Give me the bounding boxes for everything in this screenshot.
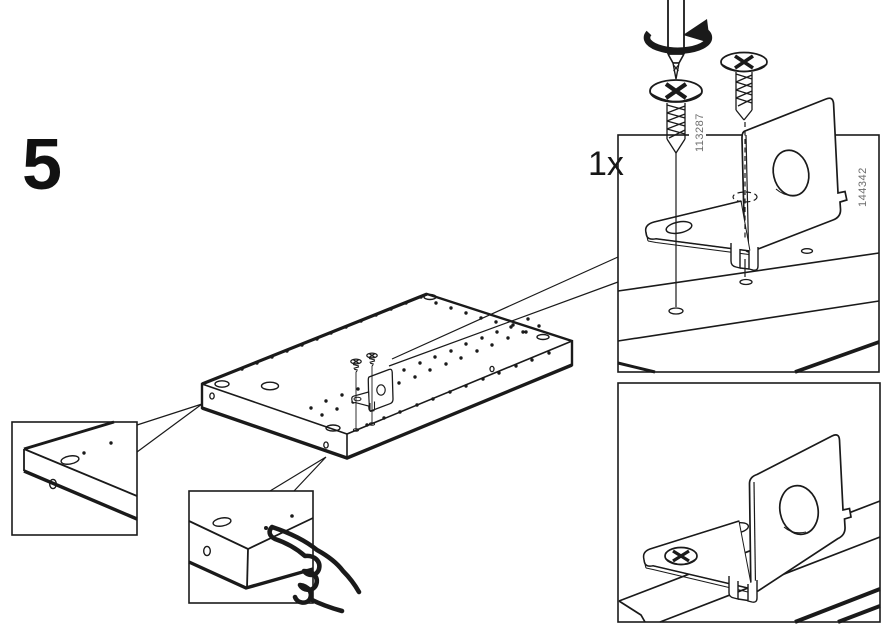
- detail1-panel-edge: [617, 248, 880, 374]
- small-screw-right-icon: [366, 352, 378, 426]
- bracket-exploded-icon: [644, 97, 848, 271]
- step-number: 5: [22, 125, 63, 205]
- panel-hole-dots: [240, 295, 551, 427]
- screw-icon-left: [649, 79, 703, 154]
- detail-box-assembled: [617, 382, 881, 624]
- rotation-arrow-icon: [643, 19, 713, 54]
- hidden-hole-outline: [732, 191, 758, 203]
- panel-corner-holes: [209, 293, 550, 449]
- pointing-hand-icon: [267, 524, 362, 614]
- detail-box-fastening: 113287 144342: [617, 97, 880, 374]
- bracket-part-number: 144342: [857, 167, 869, 207]
- callout-to-corner-detail-box: [136, 403, 203, 453]
- small-screw-icons: [350, 352, 378, 432]
- screw-part-number: 113287: [694, 113, 706, 152]
- small-screw-left-icon: [350, 358, 362, 432]
- callout-lines: [136, 256, 619, 492]
- callout-to-pin-detail-box: [269, 456, 327, 492]
- screwdriver-icon: [643, 0, 713, 80]
- bracket-assembled-icon: [642, 434, 852, 603]
- corner-detail-box: [11, 420, 138, 536]
- callout-to-detail-box-1: [388, 256, 619, 367]
- detail-box-2-frame: [617, 382, 881, 623]
- main-panel-illustration: [200, 292, 574, 460]
- corner-detail-frame: [11, 421, 138, 536]
- installed-screw-head-icon: [664, 546, 698, 566]
- screw-icon-right: [720, 51, 768, 121]
- pin-detail-box: [188, 490, 362, 614]
